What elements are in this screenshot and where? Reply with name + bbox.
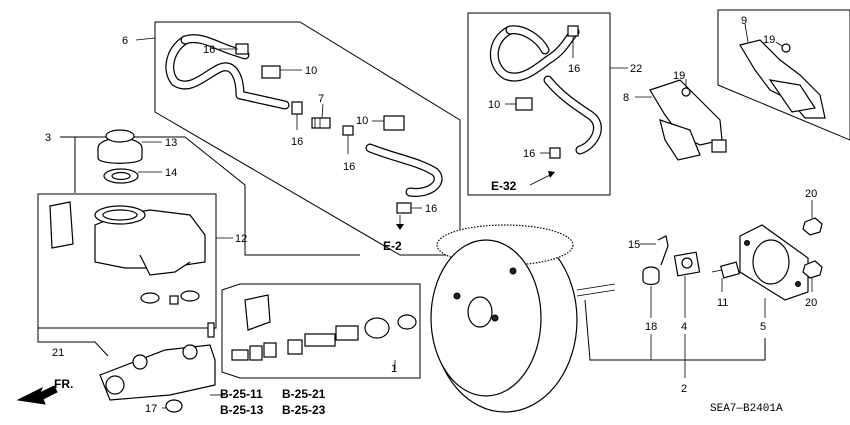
hose-assembly-box <box>154 21 461 256</box>
callout-16: 16 <box>343 161 355 173</box>
callout-21: 21 <box>52 347 64 359</box>
front-direction-arrow-icon <box>16 385 58 405</box>
callout-9: 9 <box>741 15 747 27</box>
callout-11: 11 <box>717 297 728 309</box>
callout-16: 16 <box>568 63 580 75</box>
bolt <box>781 43 791 53</box>
ref-e2: E-2 <box>383 239 402 253</box>
vacuum-hose-22 <box>489 25 602 155</box>
stopper-11 <box>711 261 741 279</box>
hose-bracket <box>649 79 727 161</box>
arrow-icon <box>548 171 555 178</box>
hose-clip <box>549 147 561 159</box>
check-valve <box>311 117 331 129</box>
callout-12: 12 <box>235 233 247 245</box>
gasket-5 <box>739 224 809 301</box>
group-3-outline <box>75 136 360 256</box>
ref-b2521: B-25-21 <box>282 387 326 401</box>
callout-16: 16 <box>291 136 303 148</box>
spring-pin <box>207 322 215 338</box>
switch-4 <box>673 251 701 277</box>
hose-clip <box>567 25 579 37</box>
callout-20: 20 <box>805 297 817 309</box>
callout-10: 10 <box>356 115 368 127</box>
ref-e32: E-32 <box>491 179 517 193</box>
group-2-bracket <box>584 299 766 361</box>
bracket-box <box>717 9 850 141</box>
callout-5: 5 <box>760 321 766 333</box>
callout-10: 10 <box>305 65 317 77</box>
piston-kit-box <box>221 283 421 379</box>
reservoir-box <box>37 193 217 329</box>
callout-8: 8 <box>623 92 629 104</box>
bolt <box>681 87 691 97</box>
brake-booster <box>430 224 616 413</box>
callout-4: 4 <box>681 321 687 333</box>
callout-19: 19 <box>763 34 775 46</box>
callout-18: 18 <box>645 321 657 333</box>
callout-10: 10 <box>488 99 500 111</box>
group-3-bracket <box>60 136 76 193</box>
callout-15: 15 <box>628 239 640 251</box>
e32-box <box>467 12 611 196</box>
ref-b2523: B-25-23 <box>282 403 326 417</box>
nut-20 <box>802 217 823 279</box>
callout-22: 22 <box>630 63 642 75</box>
callout-1: 1 <box>391 363 397 375</box>
reservoir-cap <box>97 129 143 164</box>
bracket-9 <box>739 39 826 119</box>
nut <box>165 399 183 413</box>
ref-b2511: B-25-11 <box>220 387 263 401</box>
arrow-down-icon <box>396 224 404 230</box>
callout-16: 16 <box>425 203 437 215</box>
callout-13: 13 <box>165 137 177 149</box>
hose-clip <box>515 97 533 111</box>
callout-20: 20 <box>805 188 817 200</box>
callout-19: 19 <box>673 70 685 82</box>
grommet <box>140 290 200 305</box>
callout-16: 16 <box>203 44 215 56</box>
cap-seal <box>103 168 139 184</box>
master-cylinder <box>99 344 216 401</box>
ref-b2513: B-25-13 <box>220 403 264 417</box>
collar-18 <box>642 266 660 286</box>
piston-kit <box>231 314 417 361</box>
kit-label <box>244 294 271 331</box>
callout-14: 14 <box>165 167 177 179</box>
callout-3: 3 <box>45 132 51 144</box>
callout-7: 7 <box>318 93 324 105</box>
callout-2: 2 <box>681 383 687 395</box>
diagram-code: SEA7—B2401A <box>710 403 783 415</box>
callout-17: 17 <box>145 403 157 415</box>
reservoir-label <box>49 201 74 249</box>
reservoir <box>94 205 206 276</box>
pin-15 <box>657 235 669 266</box>
group-21-bracket <box>37 328 109 357</box>
vacuum-hose <box>165 34 443 197</box>
callout-16: 16 <box>523 148 535 160</box>
callout-6: 6 <box>122 35 128 47</box>
front-label: FR. <box>54 377 73 391</box>
